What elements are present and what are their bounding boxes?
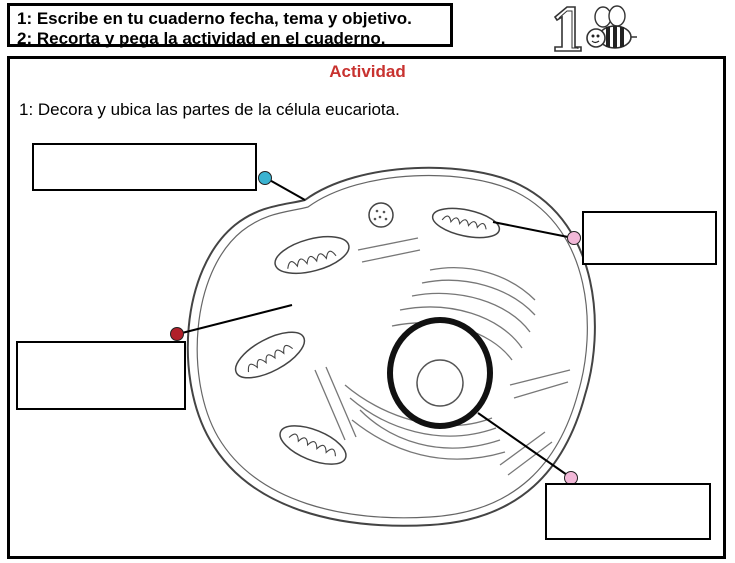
dot-cytoplasm	[170, 327, 184, 341]
mitochondrion-1	[274, 235, 350, 275]
label-box-top-right[interactable]	[582, 211, 717, 265]
activity-frame	[7, 56, 726, 559]
nucleolus	[416, 359, 464, 407]
instructions-box: 1: Escribe en tu cuaderno fecha, tema y …	[7, 3, 453, 48]
mitochondrion-2	[431, 207, 501, 239]
dot-membrane	[258, 171, 272, 185]
pointer-lines	[177, 177, 574, 478]
bee-icon	[586, 5, 637, 49]
vacuole	[368, 202, 394, 228]
instruction-line-1: 1: Escribe en tu cuaderno fecha, tema y …	[17, 9, 412, 28]
label-box-mid-left[interactable]	[16, 341, 186, 410]
mitochondria	[234, 207, 501, 465]
label-box-top-left[interactable]	[32, 143, 257, 191]
label-box-bottom-right[interactable]	[545, 483, 711, 540]
number-one-icon	[553, 6, 582, 52]
nucleus	[387, 317, 493, 429]
dot-mitochondria	[567, 231, 581, 245]
activity-title: Actividad	[329, 62, 406, 81]
bee-one-logo	[553, 5, 637, 52]
activity-task: 1: Decora y ubica las partes de la célul…	[19, 100, 400, 119]
instruction-line-2: 2: Recorta y pega la actividad en el cua…	[17, 29, 386, 48]
